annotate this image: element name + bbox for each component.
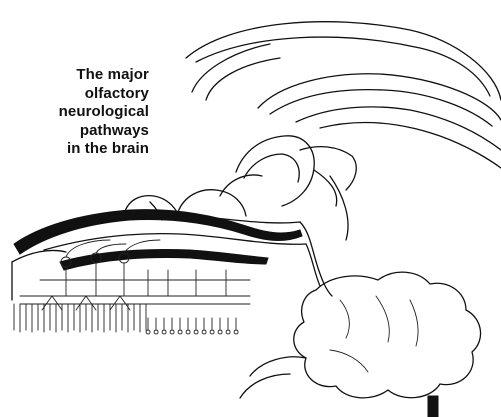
olfactory-tract <box>14 210 332 296</box>
thalamus-region <box>236 136 356 240</box>
temporal-lobe <box>240 272 481 398</box>
page-edge-bar <box>428 396 438 417</box>
cortex-outline <box>186 22 501 168</box>
olfactory-receptor-fibres <box>14 296 238 334</box>
